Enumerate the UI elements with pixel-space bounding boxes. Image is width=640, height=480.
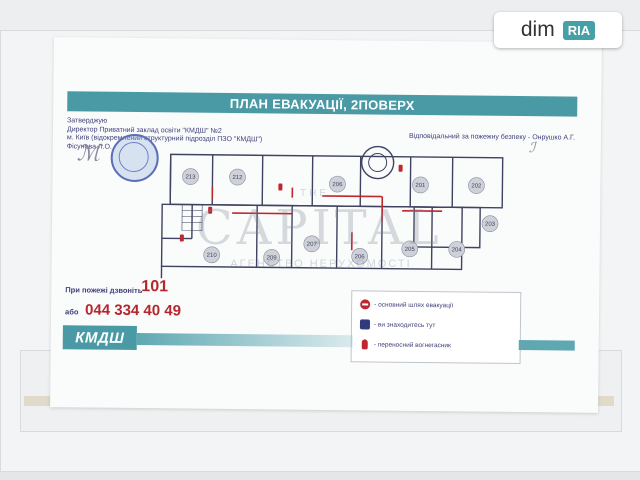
- emergency-label: При пожежі дзвоніть: [65, 285, 143, 296]
- stairwell: [181, 204, 203, 232]
- room-label: 206: [332, 182, 343, 188]
- watermark-capital: CAPITAL: [196, 200, 443, 256]
- room-marker: [329, 175, 346, 193]
- alt-label: або: [65, 307, 79, 317]
- room-marker: [351, 248, 368, 265]
- room-label: 206: [355, 254, 366, 260]
- dimria-mark: RIA: [562, 20, 596, 40]
- signature: ℐ: [528, 140, 536, 157]
- alt-number: 044 334 40 49: [85, 301, 182, 320]
- dimria-brand: dim: [520, 18, 555, 41]
- room-label: 202: [471, 184, 482, 190]
- room-marker: [448, 241, 466, 258]
- room-marker: [182, 168, 199, 185]
- room-label: 213: [185, 175, 196, 181]
- fire-extinguisher-icon: [398, 164, 403, 172]
- fire-extinguisher-icon: [179, 234, 184, 242]
- legend-label: - переносний вогнегасник: [373, 341, 451, 349]
- fire-extinguisher-icon: [208, 206, 213, 214]
- fire-extinguisher-icon: [361, 339, 368, 350]
- legend-item: - переносний вогнегасник: [360, 339, 451, 350]
- floor-plan: 213 212 206 201 202 203 207 206 205 204 …: [160, 145, 504, 282]
- room-label: 209: [267, 255, 278, 261]
- exit-route-icon: [360, 299, 371, 310]
- kmdsh-logo: КМДШ: [62, 325, 137, 351]
- legend-item: - основний шлях евакуації: [360, 299, 453, 310]
- evacuation-arrow: [322, 195, 383, 198]
- room-label: 203: [485, 222, 496, 228]
- room-marker: [263, 249, 280, 266]
- legend-label: - основний шлях евакуації: [374, 301, 454, 309]
- room-marker: [401, 240, 419, 258]
- poster-title: ПЛАН ЕВАКУАЦІЇ, 2ПОВЕРХ: [67, 91, 578, 117]
- fire-extinguisher-icon: [278, 183, 283, 191]
- room-marker: [468, 177, 485, 194]
- room-marker: [229, 168, 246, 186]
- watermark-subtitle: АГЕНСТВО НЕРУХОМОСТІ: [230, 258, 412, 270]
- you-are-here-icon: [359, 319, 371, 330]
- room-marker: [303, 235, 321, 253]
- room-label: 204: [452, 247, 463, 253]
- evacuation-arrow: [232, 212, 293, 215]
- logo-strip: [518, 340, 575, 351]
- legend: - основний шлях евакуації - ви знаходите…: [350, 290, 522, 365]
- room-label: 210: [207, 253, 218, 259]
- emergency-number: 101: [141, 278, 169, 296]
- room-label: 205: [405, 247, 416, 253]
- room-marker: [412, 176, 429, 194]
- legend-label: - ви знаходитесь тут: [373, 321, 436, 329]
- room-label: 201: [415, 183, 426, 189]
- room-marker: [481, 215, 499, 233]
- watermark-the: THE: [300, 188, 329, 199]
- evacuation-poster: ПЛАН ЕВАКУАЦІЇ, 2ПОВЕРХ Затверджую Дирек…: [50, 37, 602, 413]
- dimria-badge: dim RIA: [494, 12, 622, 48]
- room-label: 212: [232, 175, 243, 181]
- room-label: 207: [307, 242, 318, 248]
- legend-item: - ви знаходитесь тут: [359, 319, 436, 330]
- logo-strip: [136, 333, 353, 348]
- emergency-contacts: При пожежі дзвоніть 101 або 044 334 40 4…: [65, 278, 181, 319]
- signature: ℳ: [76, 141, 101, 167]
- room-marker: [203, 246, 220, 264]
